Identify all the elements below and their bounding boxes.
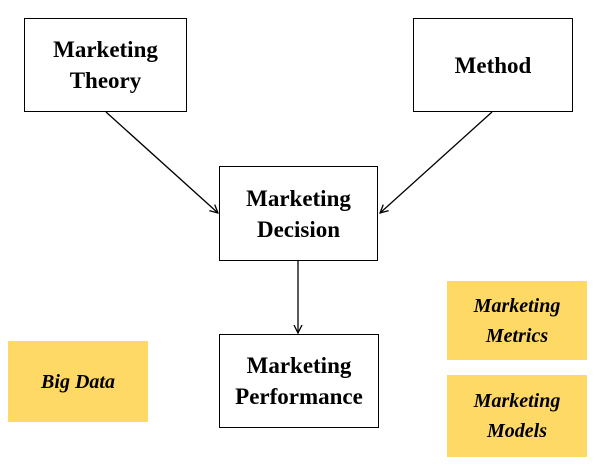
node-label-line1: Method <box>454 52 532 78</box>
big-data-note: Big Data <box>8 341 148 422</box>
marketing-performance-node: Marketing Performance <box>219 334 379 428</box>
node-label-line2: Decision <box>256 216 341 242</box>
note-label-line1: Big Data <box>41 370 115 393</box>
marketing-theory-node: Marketing Theory <box>24 18 187 112</box>
note-label-line2: Metrics <box>485 324 549 347</box>
arrow-theory-to-decision <box>105 111 218 213</box>
note-label-line2: Models <box>487 420 547 442</box>
node-label-line1: Marketing <box>246 353 352 378</box>
node-label-line1: Marketing <box>246 185 351 211</box>
node-label-line2: Performance <box>235 384 363 409</box>
marketing-models-note: Marketing Models <box>447 375 587 457</box>
node-label-line1: Marketing <box>53 37 158 62</box>
method-node: Method <box>413 18 573 112</box>
note-label-line1: Marketing <box>473 390 561 412</box>
arrow-method-to-decision <box>380 111 493 213</box>
marketing-metrics-note: Marketing Metrics <box>447 281 587 360</box>
node-label-line2: Theory <box>69 68 142 93</box>
note-label-line1: Marketing <box>473 294 561 317</box>
marketing-decision-node: Marketing Decision <box>219 166 378 261</box>
